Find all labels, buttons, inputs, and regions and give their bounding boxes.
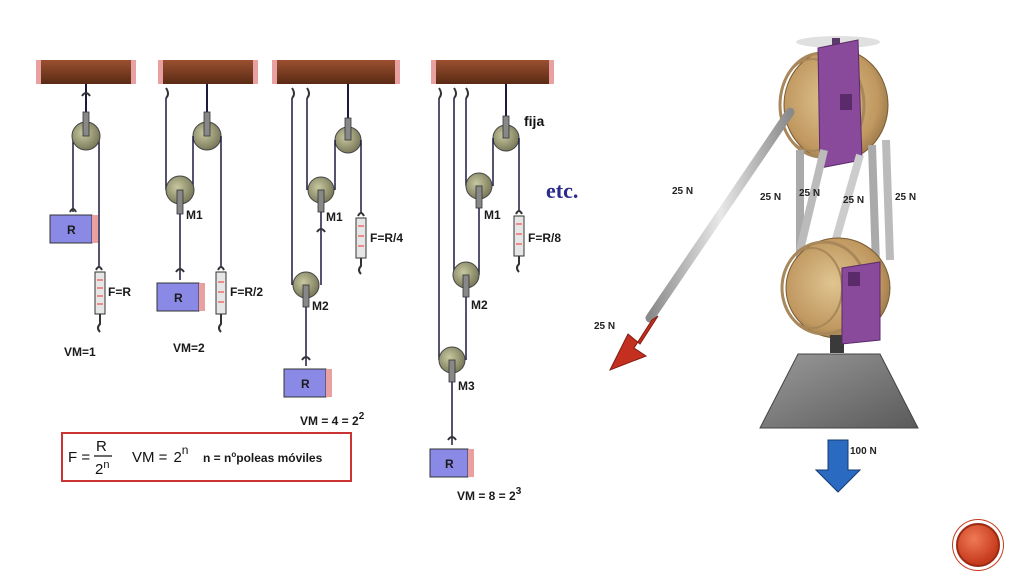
weight-force-label: 100 N bbox=[850, 446, 877, 457]
vm-label: VM=1 bbox=[64, 345, 96, 359]
force-label: F=R/4 bbox=[370, 231, 403, 245]
spring-scale bbox=[355, 212, 367, 275]
svg-text:M3: M3 bbox=[458, 379, 475, 393]
ceiling-beam bbox=[36, 60, 136, 84]
rope-force-label: 25 N bbox=[843, 195, 864, 206]
svg-text:M1: M1 bbox=[186, 208, 203, 222]
load-box: R bbox=[283, 368, 332, 398]
force-label: F=R/2 bbox=[230, 285, 263, 299]
force-formula-denominator: 2n bbox=[95, 459, 109, 478]
vm-label: VM=2 bbox=[173, 341, 205, 355]
fixed-pulley-label: fija bbox=[524, 113, 544, 129]
svg-text:R: R bbox=[174, 291, 183, 305]
force-label: F=R bbox=[108, 285, 131, 299]
pull-arrow bbox=[608, 315, 659, 371]
load-box: R bbox=[49, 214, 98, 244]
spring-scale bbox=[215, 266, 227, 333]
ceiling-beam bbox=[431, 60, 554, 84]
pulley-system-2: M1 R F=R/2 VM=2 bbox=[156, 60, 263, 355]
force-label: F=R/8 bbox=[528, 231, 561, 245]
pulley-system-4: fija M1 M2 M3 R F=R/8 VM = 8 = bbox=[429, 60, 561, 503]
pulley-system-1: R F=R VM=1 bbox=[36, 60, 136, 359]
vm-formula: VM =2n bbox=[132, 443, 188, 466]
rope-force-label: 25 N bbox=[760, 192, 781, 203]
force-formula-numerator: R bbox=[96, 438, 107, 455]
weight-arrow bbox=[814, 439, 862, 493]
slide-number-badge[interactable] bbox=[956, 523, 1000, 567]
load-box: R bbox=[156, 282, 205, 312]
svg-text:M1: M1 bbox=[326, 210, 343, 224]
rope-force-label: 25 N bbox=[895, 192, 916, 203]
svg-text:R: R bbox=[445, 457, 454, 471]
svg-text:M1: M1 bbox=[484, 208, 501, 222]
rope-force-label: 25 N bbox=[799, 188, 820, 199]
upper-pulley-block bbox=[778, 39, 889, 169]
spring-scale bbox=[94, 266, 106, 333]
load-box: R bbox=[429, 448, 474, 478]
block-and-tackle-illustration: 25 N 25 N 25 N 25 N 25 N 25 N 100 N bbox=[594, 36, 919, 493]
vm-label: VM = 8 = 23 bbox=[457, 486, 522, 503]
rope-force-label: 25 N bbox=[672, 186, 693, 197]
hanging-weight bbox=[759, 353, 919, 429]
lower-pulley-block bbox=[780, 237, 891, 353]
formula-box: F = R 2n VM =2n n = nopoleas móviles bbox=[61, 432, 352, 482]
svg-text:R: R bbox=[67, 223, 76, 237]
ceiling-beam bbox=[158, 60, 258, 84]
svg-text:M2: M2 bbox=[471, 298, 488, 312]
spring-scale bbox=[513, 210, 525, 273]
etc-label: etc. bbox=[546, 178, 578, 203]
ceiling-beam bbox=[272, 60, 400, 84]
svg-text:M2: M2 bbox=[312, 299, 329, 313]
svg-text:R: R bbox=[301, 377, 310, 391]
vm-label: VM = 4 = 22 bbox=[300, 411, 365, 428]
pulley-system-3: M1 M2 R F=R/4 VM = 4 = 22 bbox=[272, 60, 403, 428]
pull-force-label: 25 N bbox=[594, 321, 615, 332]
n-definition: n = nopoleas móviles bbox=[203, 450, 323, 465]
force-formula-lhs: F = bbox=[68, 449, 90, 466]
